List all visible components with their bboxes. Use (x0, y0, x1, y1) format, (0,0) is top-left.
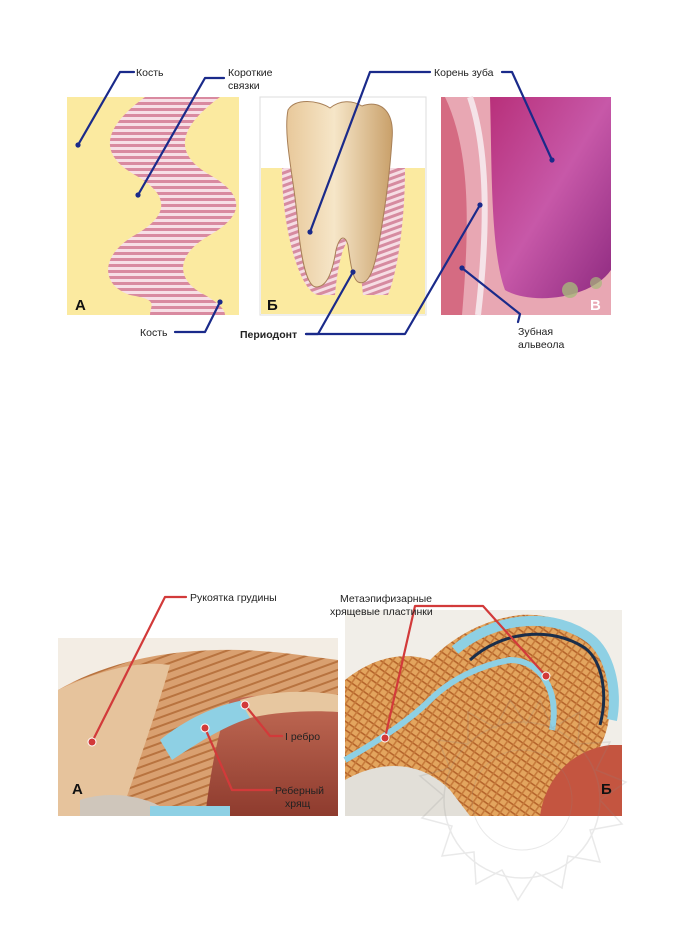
leader-tooth-root (308, 70, 432, 234)
label-costal-cartilage-1: Реберный (275, 785, 324, 797)
lower-cartilage (150, 806, 230, 816)
articular-cartilage (451, 615, 619, 721)
joint-space (468, 632, 606, 726)
label-alveolus-2: альвеола (518, 339, 564, 351)
label-short-ligaments-2: связки (228, 80, 260, 92)
seal-ring (443, 721, 601, 879)
label-rib: I ребро (285, 731, 320, 743)
leader-lines-fig2 (90, 595, 548, 792)
ligament-wave (108, 97, 237, 315)
label-short-ligaments-1: Короткие (228, 67, 273, 79)
label-bone-top: Кость (136, 67, 164, 79)
label-bone-bottom: Кость (140, 327, 168, 339)
leader-dot (541, 671, 551, 681)
panel-letter-a2: А (72, 781, 83, 798)
panel-letter-b: Б (267, 297, 278, 314)
label-tooth-root: Корень зуба (434, 67, 494, 79)
seal-star (418, 698, 628, 902)
tissue-blob (590, 277, 602, 289)
leader-periodontium-v (304, 203, 482, 336)
leader-metaepiphyseal-2 (450, 604, 548, 678)
leader-dot (549, 157, 555, 163)
leader-metaepiphyseal-1 (383, 604, 454, 740)
intercostal-muscle (205, 695, 338, 816)
label-costal-cartilage-2: хрящ (285, 798, 311, 810)
leader-bone-bottom (173, 300, 222, 334)
leader-dot (380, 733, 390, 743)
panel-letter-v: В (590, 297, 601, 314)
panel-a-ligament-schematic: А (67, 97, 239, 315)
bone-head (345, 614, 611, 816)
leader-costal-cartilage (203, 726, 274, 792)
label-alveolus-1: Зубная (518, 326, 553, 338)
leader-dot (217, 299, 223, 305)
panel-b-tooth: Б (259, 96, 427, 316)
leader-dot (135, 192, 141, 198)
metaepiphyseal-plate (343, 656, 557, 763)
leader-dots-fig2 (87, 671, 551, 747)
leader-manubrium (90, 595, 188, 744)
leader-dot (459, 265, 465, 271)
label-metaepiphyseal-2: хрящевые пластинки (330, 606, 433, 618)
watermark-seal (418, 698, 628, 902)
panel-letter-b2: Б (601, 781, 612, 798)
leader-dot (477, 202, 483, 208)
leader-rib (243, 703, 284, 738)
label-manubrium: Рукоятка грудины (190, 592, 277, 604)
leader-tooth-root-v (500, 70, 554, 162)
cortical-area (345, 766, 470, 816)
leader-dot (200, 723, 210, 733)
manubrium-surface (58, 663, 170, 816)
leader-dot (240, 700, 250, 710)
leader-alveolus (460, 266, 522, 324)
leader-lines-fig1 (76, 70, 554, 336)
label-metaepiphyseal-1: Метаэпифизарные (340, 593, 432, 605)
leader-dot (75, 142, 81, 148)
seal-inner-ring (471, 749, 573, 851)
panel-letter-a: А (75, 297, 86, 314)
leader-dot (87, 737, 97, 747)
muscle-fragment (540, 745, 622, 816)
label-periodontium: Периодонт (240, 329, 297, 341)
leader-short-ligaments (136, 76, 226, 197)
first-rib (240, 691, 338, 718)
tissue-blob (562, 282, 578, 298)
leader-dots-fig1 (75, 142, 555, 305)
leader-bone-top (76, 70, 136, 147)
panel-v-histology: В (441, 96, 611, 316)
leader-dot (350, 269, 356, 275)
tooth-root-tissue (490, 97, 611, 299)
leader-dot (307, 229, 313, 235)
